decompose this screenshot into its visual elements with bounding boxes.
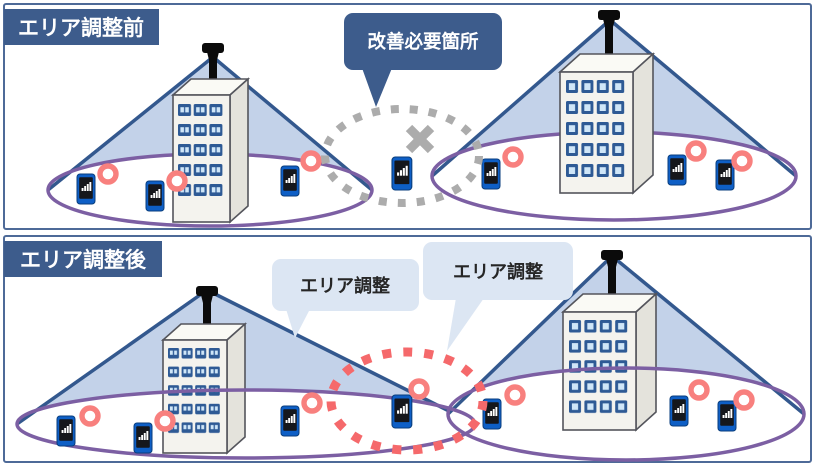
building bbox=[557, 52, 656, 195]
coverage-ground bbox=[17, 390, 475, 458]
smartphone-signal-icon bbox=[76, 173, 96, 205]
building-windows bbox=[566, 80, 626, 185]
callout-box bbox=[272, 259, 419, 311]
smartphone-signal-icon bbox=[481, 158, 501, 190]
callout-tail bbox=[447, 298, 484, 351]
panel-after-header: エリア調整後 bbox=[4, 241, 162, 277]
callout-improvement-label: 改善必要箇所 bbox=[367, 31, 479, 52]
smartphone-signal-icon bbox=[667, 154, 687, 186]
coverage-cone-edges bbox=[15, 288, 476, 426]
pink-ring-marker-icon bbox=[157, 413, 173, 429]
pink-ring-marker-icon bbox=[169, 173, 185, 189]
panel-before: 改善必要箇所 エリア調整前 bbox=[3, 3, 812, 230]
callout-adjust-right-label: エリア調整 bbox=[453, 261, 543, 282]
smartphone-signal-icon-deadzone bbox=[391, 156, 413, 191]
smartphone-signal-icon bbox=[145, 180, 165, 212]
coverage-cone bbox=[17, 290, 475, 424]
panel-after-header-bg bbox=[4, 241, 162, 277]
dead-zone-cross-icon bbox=[405, 124, 435, 154]
smartphone-signal-icon bbox=[669, 395, 689, 427]
smartphone-signal-icon-recovered bbox=[391, 394, 413, 429]
coverage-ellipse-right bbox=[446, 366, 806, 462]
panel-after-title: エリア調整後 bbox=[20, 248, 147, 272]
pink-ring-marker-icon bbox=[100, 166, 116, 182]
building bbox=[170, 77, 251, 224]
callout-adjust-right: エリア調整 bbox=[423, 242, 573, 351]
panel-after: エリア調整 エリア調整 エリア調整後 bbox=[3, 235, 812, 463]
callout-adjust-left: エリア調整 bbox=[272, 259, 419, 338]
callout-tail bbox=[286, 309, 310, 338]
problem-area-dotted-circle bbox=[321, 105, 483, 207]
building-windows bbox=[178, 104, 225, 204]
building-windows bbox=[168, 348, 222, 441]
smartphone-signal-icon bbox=[717, 400, 737, 432]
callout-tail bbox=[362, 68, 392, 107]
pink-ring-marker-icon bbox=[303, 153, 319, 169]
callout-adjust-left-label: エリア調整 bbox=[300, 275, 390, 296]
smartphone-signal-icon bbox=[56, 415, 76, 447]
pink-ring-marker-icon bbox=[691, 382, 707, 398]
callout-box bbox=[344, 13, 502, 70]
smartphone-signal-icon bbox=[133, 422, 153, 454]
adjusted-area-dotted-circle bbox=[326, 347, 488, 455]
pink-ring-marker-icon bbox=[411, 381, 427, 397]
smartphone-signal-icon bbox=[280, 405, 300, 437]
callout-box bbox=[423, 242, 573, 300]
pink-ring-marker-icon bbox=[734, 153, 750, 169]
panel-before-title: エリア調整前 bbox=[18, 16, 144, 40]
pink-ring-marker-icon bbox=[507, 387, 523, 403]
smartphone-signal-icon bbox=[715, 159, 735, 191]
pink-ring-marker-icon bbox=[688, 143, 704, 159]
pink-ring-marker-icon bbox=[736, 392, 752, 408]
pink-ring-marker-icon bbox=[82, 408, 98, 424]
smartphone-signal-icon bbox=[280, 165, 300, 197]
panel-before-header-bg bbox=[4, 9, 159, 45]
callout-improvement: 改善必要箇所 bbox=[344, 13, 502, 107]
before-left-cell bbox=[46, 43, 374, 228]
after-left-cell bbox=[15, 286, 476, 458]
panel-before-header: エリア調整前 bbox=[4, 9, 159, 45]
pink-ring-marker-icon bbox=[304, 395, 320, 411]
pink-ring-marker-icon bbox=[505, 149, 521, 165]
building bbox=[560, 292, 659, 432]
